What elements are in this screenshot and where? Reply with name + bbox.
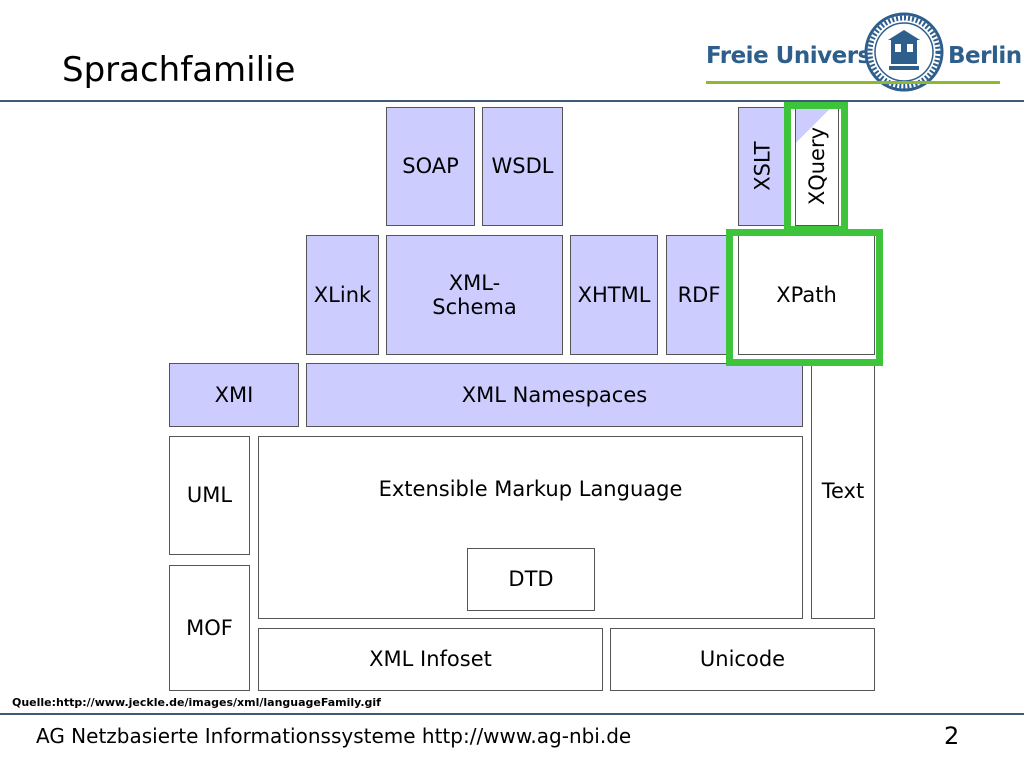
box-xquery: XQuery [795, 107, 839, 226]
box-uml-label: UML [186, 483, 233, 508]
box-xml-schema-label-line1: XML- [448, 270, 501, 295]
box-xpath-label: XPath [776, 282, 837, 307]
footer-text: AG Netzbasierte Informationssysteme http… [36, 724, 632, 748]
box-xslt: XSLT [738, 107, 788, 226]
box-soap: SOAP [386, 107, 475, 226]
box-extensible-markup-language-label: Extensible Markup Language [378, 477, 683, 501]
highlight-xquery [784, 102, 848, 233]
page-number: 2 [944, 722, 960, 750]
box-wsdl-label: WSDL [491, 154, 554, 179]
box-unicode-label: Unicode [699, 647, 786, 672]
box-xhtml-label: XHTML [577, 282, 651, 307]
university-seal-icon [864, 12, 944, 92]
box-xml-schema: XML- Schema [386, 235, 563, 355]
box-xpath: XPath [738, 235, 875, 355]
box-xlink-label: XLink [313, 282, 372, 307]
box-mof-label: MOF [186, 615, 233, 640]
box-xslt-label: XSLT [750, 141, 775, 192]
header-rule [0, 100, 1024, 102]
box-uml: UML [169, 436, 250, 555]
box-wsdl: WSDL [482, 107, 563, 226]
logo-underline [706, 81, 1000, 84]
highlight-xpath [726, 229, 883, 366]
slide-title: Sprachfamilie [62, 50, 296, 90]
box-xml-schema-label-line2: Schema [432, 295, 517, 319]
box-mof: MOF [169, 565, 250, 691]
box-xmi-label: XMI [214, 382, 254, 407]
box-dtd: DTD [467, 548, 595, 611]
box-rdf-label: RDF [677, 282, 721, 307]
logo-text-right: Berlin [948, 43, 1022, 69]
box-text: Text [811, 363, 875, 619]
footer-rule [0, 713, 1024, 715]
box-xml-infoset-label: XML Infoset [369, 647, 492, 672]
box-xml-infoset: XML Infoset [258, 628, 603, 691]
box-xlink: XLink [306, 235, 379, 355]
box-unicode: Unicode [610, 628, 875, 691]
box-xml-namespaces: XML Namespaces [306, 363, 803, 427]
box-rdf: RDF [666, 235, 732, 355]
box-xmi: XMI [169, 363, 299, 427]
box-text-label: Text [821, 478, 865, 503]
box-dtd-label: DTD [508, 567, 554, 592]
box-xml-namespaces-label: XML Namespaces [461, 382, 648, 407]
university-logo: Freie Universität Berlin [706, 12, 1022, 92]
box-soap-label: SOAP [402, 154, 459, 179]
source-citation: Quelle:http://www.jeckle.de/images/xml/l… [12, 696, 381, 709]
box-xhtml: XHTML [570, 235, 658, 355]
